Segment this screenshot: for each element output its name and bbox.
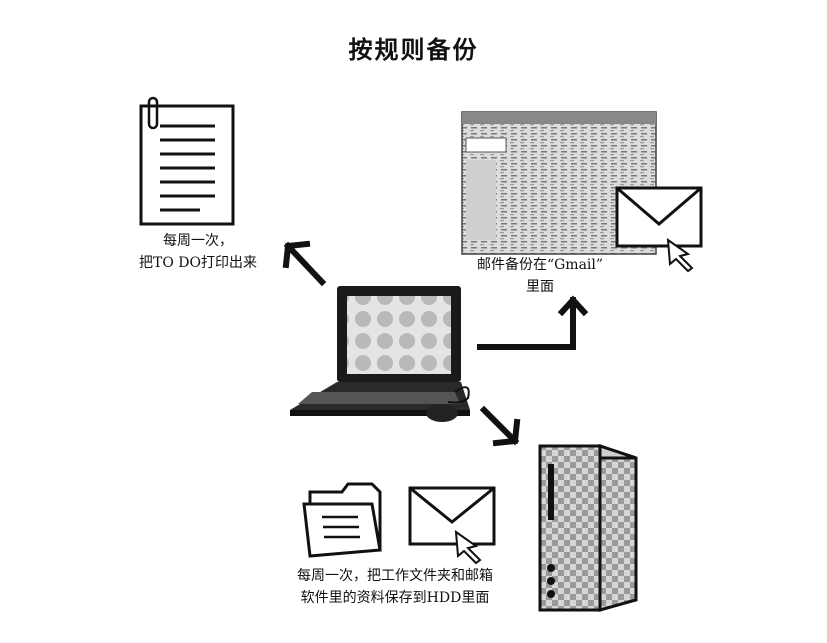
envelope-icon xyxy=(408,486,496,546)
arrow-icon xyxy=(477,295,589,350)
caption-line: 把TO DO打印出来 xyxy=(139,255,257,271)
arrow-icon xyxy=(479,405,521,447)
caption-line: 邮件备份在“Gmail” xyxy=(476,257,604,273)
browser-screenshot-icon xyxy=(461,111,657,255)
document-icon xyxy=(139,96,235,226)
caption-hdd: 每周一次，把工作文件夹和邮箱 软件里的资料保存到HDD里面 xyxy=(240,565,550,609)
caption-print-todo: 每周一次， 把TO DO打印出来 xyxy=(108,230,288,274)
folder-icon xyxy=(302,482,382,558)
cursor-icon xyxy=(454,529,482,565)
caption-line: 里面 xyxy=(526,279,554,295)
caption-line: 每周一次， xyxy=(163,233,233,249)
envelope-icon xyxy=(615,186,703,248)
caption-line: 每周一次，把工作文件夹和邮箱 xyxy=(297,568,493,584)
hdd-tower-icon xyxy=(538,443,638,612)
arrow-icon xyxy=(282,240,327,287)
mouse-icon xyxy=(426,386,470,422)
laptop-icon xyxy=(290,286,470,416)
diagram-title: 按规则备份 xyxy=(348,36,479,64)
caption-line: 软件里的资料保存到HDD里面 xyxy=(300,590,490,606)
caption-gmail: 邮件备份在“Gmail” 里面 xyxy=(440,254,640,298)
cursor-icon xyxy=(666,237,694,273)
